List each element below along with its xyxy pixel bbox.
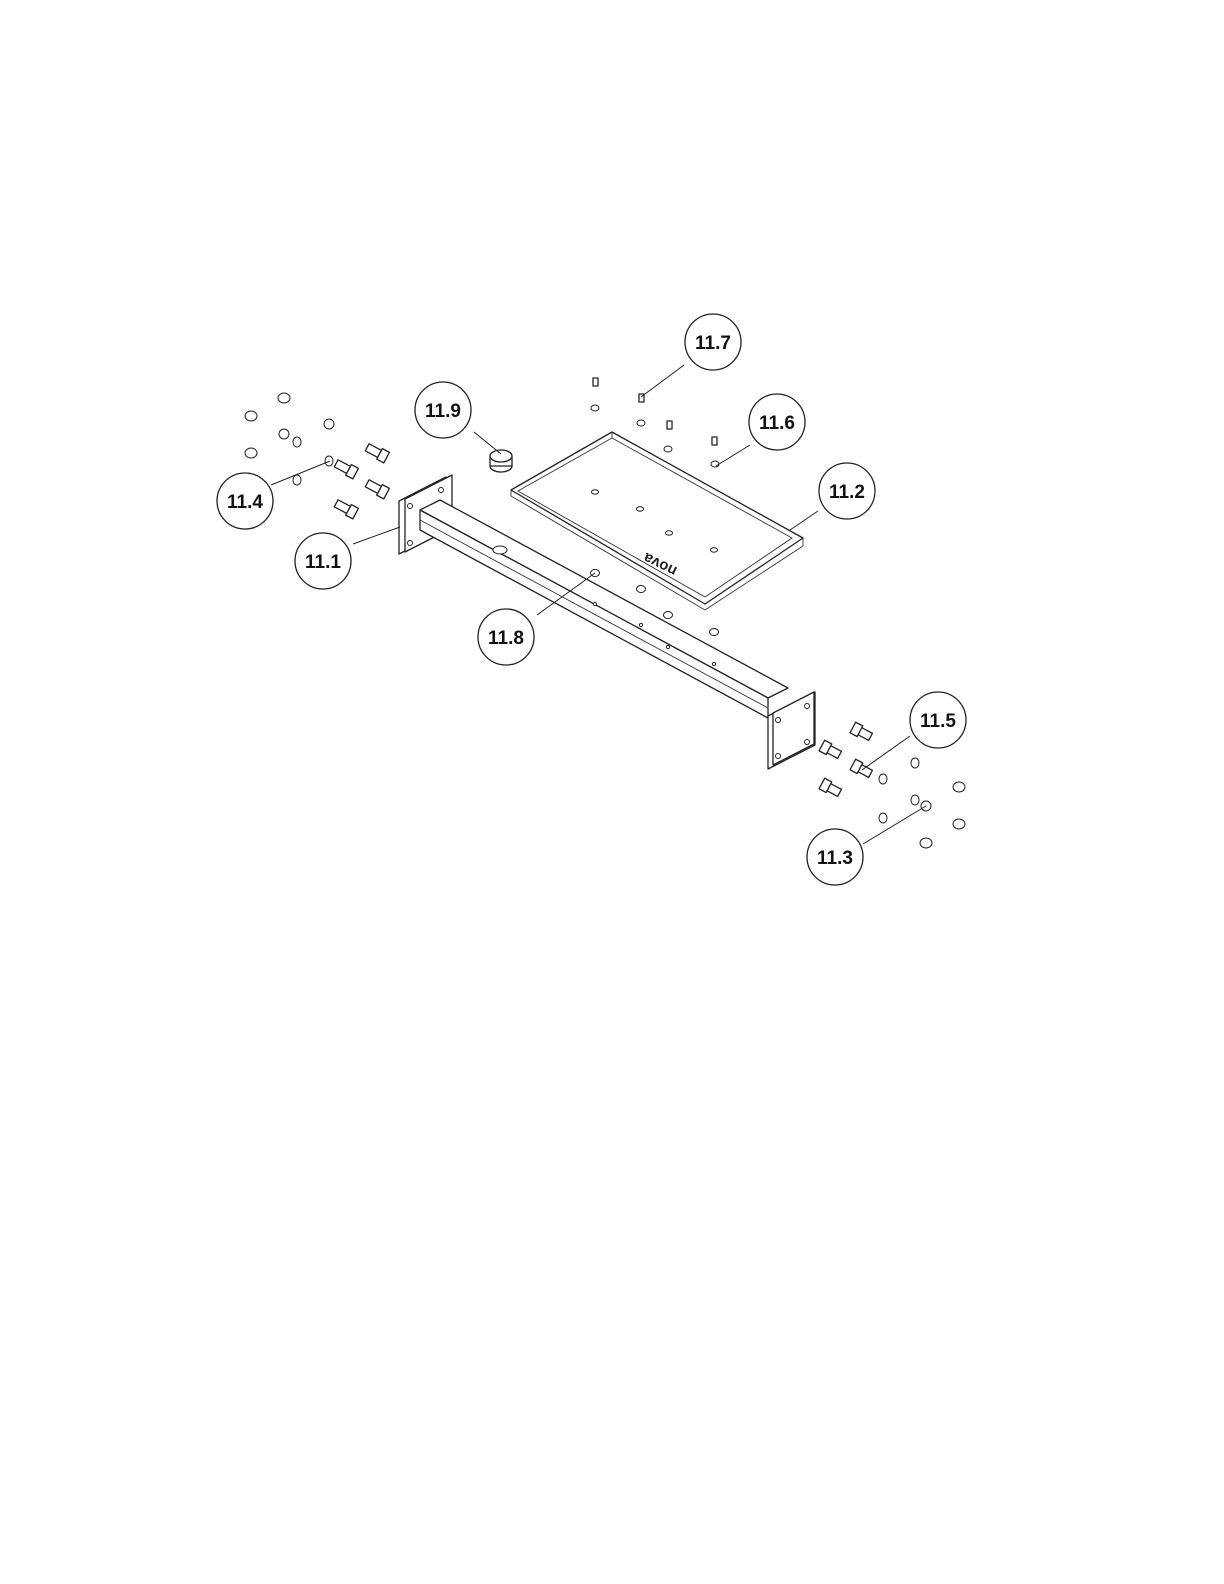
callout-label: 11.7 bbox=[695, 333, 731, 354]
callout-11-9: 11.9 bbox=[415, 382, 471, 438]
callout-11-3: 11.3 bbox=[807, 829, 863, 885]
callout-11-6: 11.6 bbox=[749, 394, 805, 450]
callout-label: 11.6 bbox=[759, 413, 795, 434]
callout-11-5: 11.5 bbox=[910, 692, 966, 748]
right-bolt-set bbox=[819, 722, 873, 798]
right-washer-set bbox=[879, 758, 965, 848]
adjustment-knob bbox=[490, 450, 512, 472]
left-washer-set bbox=[245, 393, 334, 485]
callout-label: 11.8 bbox=[488, 628, 524, 649]
callout-label: 11.5 bbox=[920, 711, 956, 732]
callout-11-4: 11.4 bbox=[217, 473, 273, 529]
callout-label: 11.9 bbox=[425, 401, 461, 422]
callout-label: 11.4 bbox=[227, 492, 263, 513]
callout-11-8: 11.8 bbox=[478, 609, 534, 665]
callout-label: 11.3 bbox=[817, 848, 853, 869]
callout-11-2: 11.2 bbox=[819, 463, 875, 519]
callout-11-1: 11.1 bbox=[295, 533, 351, 589]
callout-label: 11.1 bbox=[305, 552, 341, 573]
callout-label: 11.2 bbox=[829, 482, 865, 503]
left-bolt-set bbox=[333, 442, 389, 519]
callout-11-7: 11.7 bbox=[685, 314, 741, 370]
